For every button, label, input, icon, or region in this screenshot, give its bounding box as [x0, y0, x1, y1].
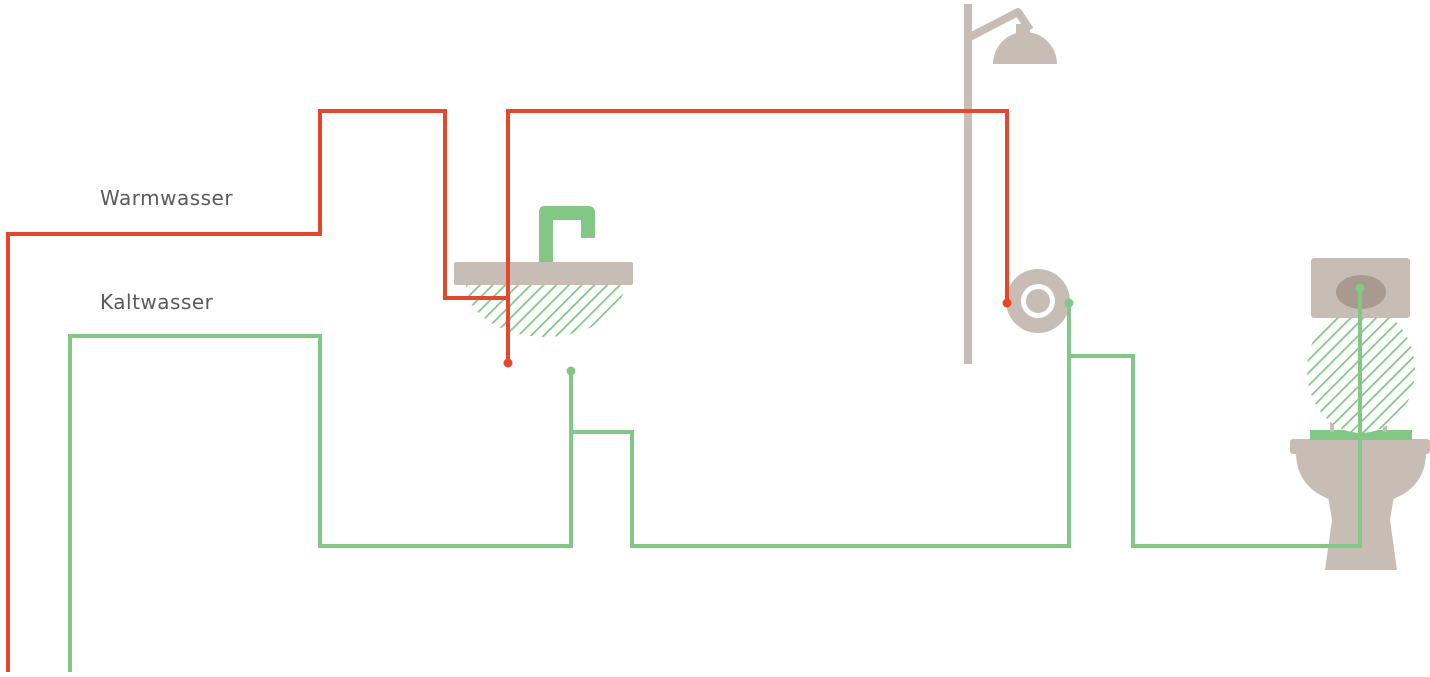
shower-pole — [964, 4, 972, 364]
warm-water-label: Warmwasser — [100, 186, 234, 210]
washbasin-icon — [454, 206, 633, 337]
cold-outlet-shower — [1064, 298, 1074, 308]
shower-icon — [964, 4, 1057, 364]
mixer-valve-icon — [1006, 269, 1070, 333]
sink-counter — [454, 262, 633, 285]
cold-outlet-sink — [566, 366, 576, 376]
warm-outlet-shower — [1002, 298, 1012, 308]
cold-branch-pipe — [571, 303, 1071, 548]
cold-water-label: Kaltwasser — [100, 290, 214, 314]
cold-main-pipe — [68, 334, 573, 672]
shower-head — [993, 32, 1057, 64]
cold-water-pipes — [68, 283, 1365, 672]
cold-outlet-toilet — [1355, 283, 1365, 293]
faucet — [539, 206, 595, 262]
cold-toilet-pipe — [1069, 288, 1362, 548]
warm-water-pipes — [6, 109, 1012, 672]
sink-bowl — [466, 285, 624, 337]
warm-branch-pipe — [506, 109, 1009, 363]
warm-outlet-sink — [503, 358, 513, 368]
warm-main-pipe — [6, 109, 508, 672]
